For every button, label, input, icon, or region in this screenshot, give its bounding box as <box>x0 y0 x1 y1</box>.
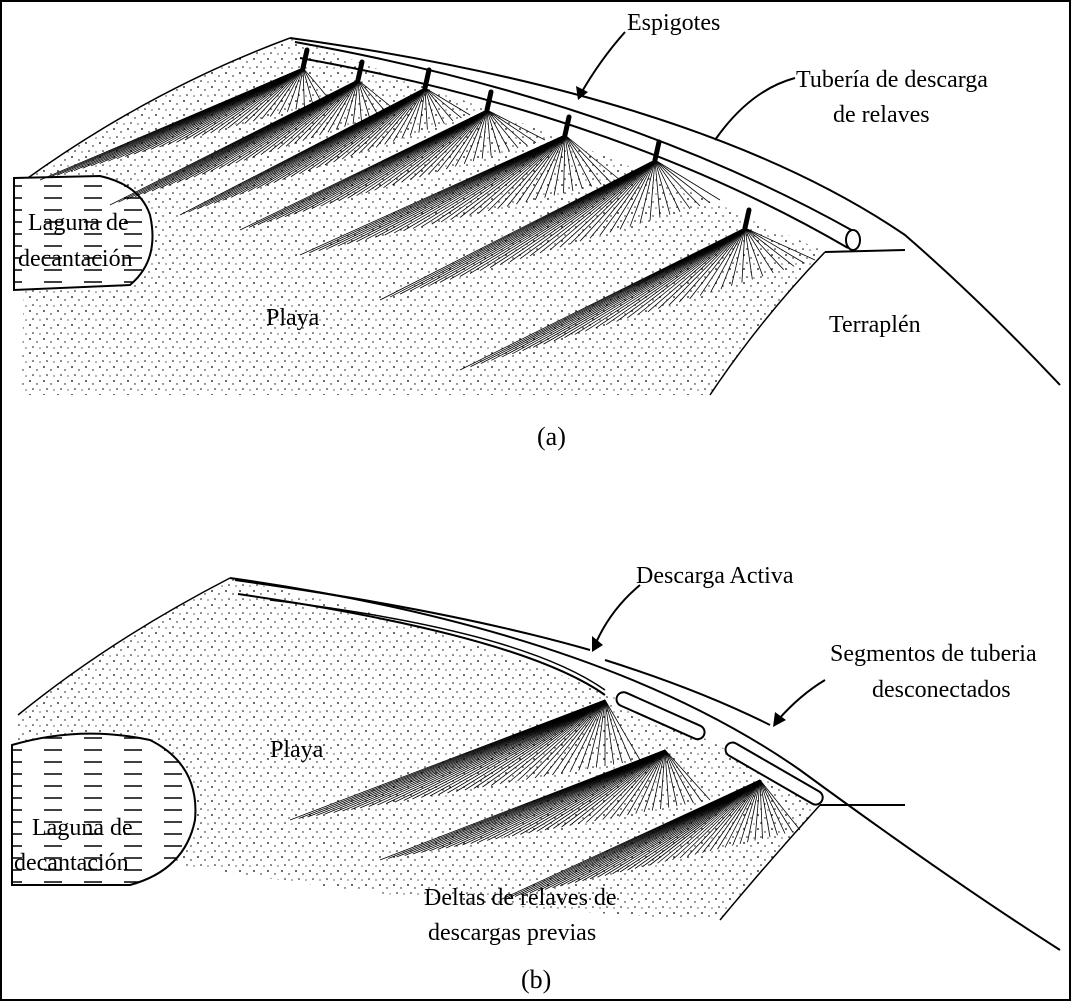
spigot-a-4 <box>487 92 491 110</box>
label-beach-a: Playa <box>266 305 320 331</box>
arrow-active <box>595 585 640 645</box>
label-segments-line1: Segmentos de tuberia <box>830 641 1037 667</box>
caption-b: (b) <box>521 965 551 994</box>
label-segments-line2: desconectados <box>872 677 1011 703</box>
arrow-segments <box>778 680 825 720</box>
label-beach-b: Playa <box>270 737 324 763</box>
arrow-spigots <box>580 32 625 95</box>
label-deltas-line1: Deltas de relaves de <box>424 885 617 911</box>
label-pipe-line2: de relaves <box>833 102 930 128</box>
label-pond-b-line1: Laguna de <box>32 815 133 841</box>
label-pond-line2: decantación <box>18 246 133 272</box>
label-active-discharge: Descarga Activa <box>636 563 794 589</box>
label-pond-b-line2: decantación <box>14 850 129 876</box>
caption-a: (a) <box>537 422 566 451</box>
label-spigots: Espigotes <box>627 10 720 36</box>
spigot-a-5 <box>565 117 569 135</box>
arrow-pipe <box>715 78 795 140</box>
label-pipe-line1: Tubería de descarga <box>796 67 988 93</box>
label-deltas-line2: descargas previas <box>428 920 596 946</box>
label-embankment: Terraplén <box>829 312 921 338</box>
label-pond-line1: Laguna de <box>28 210 129 236</box>
